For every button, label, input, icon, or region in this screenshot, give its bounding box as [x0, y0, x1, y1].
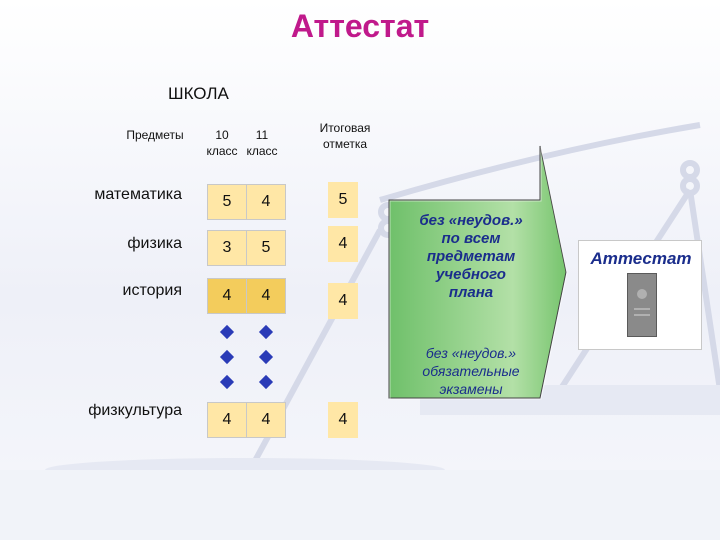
final-header: Итоговая отметка: [310, 120, 380, 152]
grade11-physics: 5: [246, 230, 286, 266]
final-math: 5: [328, 182, 358, 218]
arrow-text-1-line1: без «неудов.»: [419, 212, 523, 229]
arrow-text-all-subjects: без «неудов.» по всем предметам учебного…: [396, 212, 546, 302]
grade10-header: 10 класс: [200, 127, 244, 159]
final-header-line2: отметка: [322, 137, 368, 151]
grade11-header: 11 класс: [240, 127, 284, 159]
final-physics: 4: [328, 226, 358, 262]
arrow-text-exams: без «неудов.» обязательные экзамены: [396, 344, 546, 398]
grade10-number: 10: [215, 128, 229, 142]
final-history: 4: [328, 283, 358, 319]
certificate-book-icon: [627, 273, 657, 337]
grade11-word: класс: [246, 144, 278, 158]
grade10-pe: 4: [207, 402, 247, 438]
arrow-text-2-line3: экзамены: [439, 381, 503, 397]
subject-history: история: [122, 282, 182, 299]
certificate-label: Аттестат: [590, 249, 692, 268]
grade11-number: 11: [255, 128, 269, 142]
arrow-text-2-line1: без «неудов.»: [425, 345, 517, 361]
arrow-text-1-line5: плана: [448, 284, 494, 301]
grade10-history: 4: [207, 278, 247, 314]
grade10-word: класс: [206, 144, 238, 158]
certificate-emblem-icon: [634, 289, 650, 316]
arrow-text-2-line2: обязательные: [422, 363, 520, 379]
grade11-history: 4: [246, 278, 286, 314]
subject-math: математика: [94, 186, 182, 203]
arrow-text-1-line3: предметам: [426, 248, 516, 265]
final-header-line1: Итоговая: [319, 121, 371, 135]
grade11-pe: 4: [246, 402, 286, 438]
grade11-math: 4: [246, 184, 286, 220]
subjects-header: Предметы: [126, 128, 184, 142]
arrow-text-1-line4: учебного: [436, 266, 506, 283]
subject-physics: физика: [127, 235, 182, 252]
grade10-math: 5: [207, 184, 247, 220]
subject-pe: физкультура: [88, 402, 182, 419]
final-pe: 4: [328, 402, 358, 438]
certificate-box: Аттестат: [578, 240, 702, 350]
page-title: Аттестат: [290, 8, 430, 44]
school-label: ШКОЛА: [168, 84, 229, 103]
arrow-text-1-line2: по всем: [441, 230, 501, 247]
